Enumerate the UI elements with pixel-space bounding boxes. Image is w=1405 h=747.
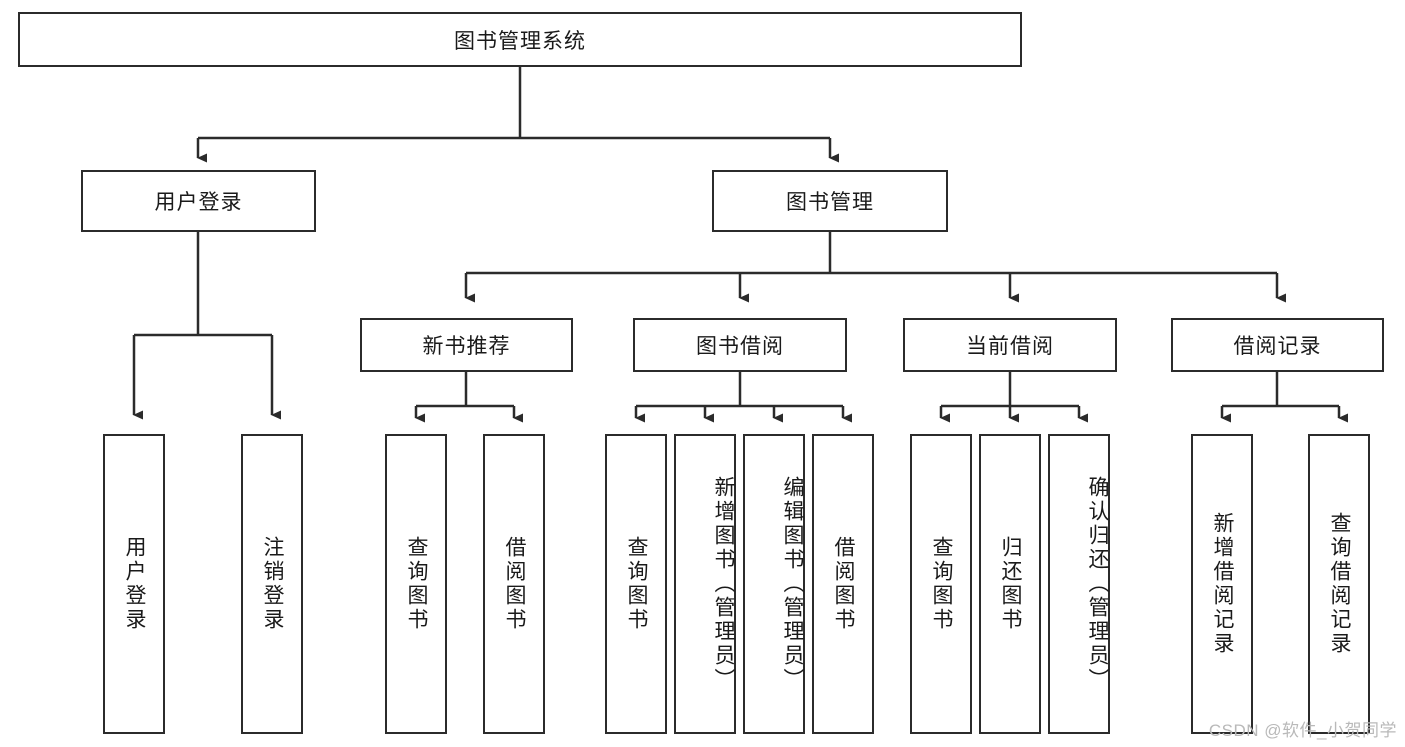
leaf-confirm-return-admin[interactable]: 确认归还（管理员） bbox=[1048, 434, 1110, 734]
leaf-query-book-cb[interactable]: 查询图书 bbox=[910, 434, 972, 734]
node-book-management[interactable]: 图书管理 bbox=[712, 170, 948, 232]
leaf-borrow-book-nb[interactable]: 借阅图书 bbox=[483, 434, 545, 734]
node-new-book-recommend[interactable]: 新书推荐 bbox=[360, 318, 573, 372]
leaf-query-borrow-record[interactable]: 查询借阅记录 bbox=[1308, 434, 1370, 734]
watermark-credit: CSDN @软件_小贺同学 bbox=[1208, 721, 1397, 740]
node-user-login[interactable]: 用户登录 bbox=[81, 170, 316, 232]
leaf-logout[interactable]: 注销登录 bbox=[241, 434, 303, 734]
node-borrow-record[interactable]: 借阅记录 bbox=[1171, 318, 1384, 372]
leaf-query-book-nb[interactable]: 查询图书 bbox=[385, 434, 447, 734]
node-root-book-management-system[interactable]: 图书管理系统 bbox=[18, 12, 1022, 67]
leaf-return-book[interactable]: 归还图书 bbox=[979, 434, 1041, 734]
leaf-query-book-bb[interactable]: 查询图书 bbox=[605, 434, 667, 734]
leaf-user-login[interactable]: 用户登录 bbox=[103, 434, 165, 734]
leaf-edit-book-admin[interactable]: 编辑图书（管理员） bbox=[743, 434, 805, 734]
node-book-borrow[interactable]: 图书借阅 bbox=[633, 318, 847, 372]
leaf-add-borrow-record[interactable]: 新增借阅记录 bbox=[1191, 434, 1253, 734]
leaf-borrow-book-bb[interactable]: 借阅图书 bbox=[812, 434, 874, 734]
node-current-borrow[interactable]: 当前借阅 bbox=[903, 318, 1117, 372]
leaf-add-book-admin[interactable]: 新增图书（管理员） bbox=[674, 434, 736, 734]
